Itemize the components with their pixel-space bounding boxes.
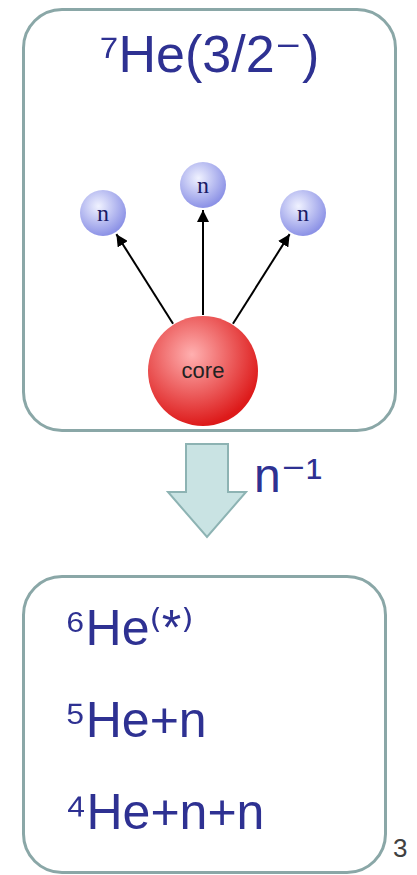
product-label: ⁵He+n bbox=[65, 674, 368, 766]
product-label: ⁶He⁽*⁾ bbox=[65, 582, 368, 674]
decay-products-box: ⁶He⁽*⁾⁵He+n⁴He+n+n bbox=[22, 575, 387, 874]
emission-arrow bbox=[233, 234, 290, 324]
product-label: ⁴He+n+n bbox=[65, 766, 368, 858]
parent-nucleus-box: n n n core ⁷He(3/2⁻) bbox=[22, 8, 397, 432]
slide-number: 3 bbox=[393, 834, 407, 863]
emission-arrow bbox=[202, 210, 204, 315]
neutron-circle: n bbox=[279, 189, 327, 237]
neutron-label: n bbox=[197, 171, 209, 200]
neutron-label: n bbox=[97, 199, 109, 228]
nucleus-label: ⁷He(3/2⁻) bbox=[35, 23, 384, 85]
neutron-circle: n bbox=[79, 189, 127, 237]
block-arrow bbox=[168, 444, 246, 537]
process-label: n⁻¹ bbox=[254, 448, 322, 503]
neutron-circle: n bbox=[179, 161, 227, 209]
emission-arrow bbox=[116, 234, 173, 324]
core-circle: core bbox=[147, 315, 259, 427]
core-label: core bbox=[182, 358, 225, 384]
neutron-label: n bbox=[297, 199, 309, 228]
